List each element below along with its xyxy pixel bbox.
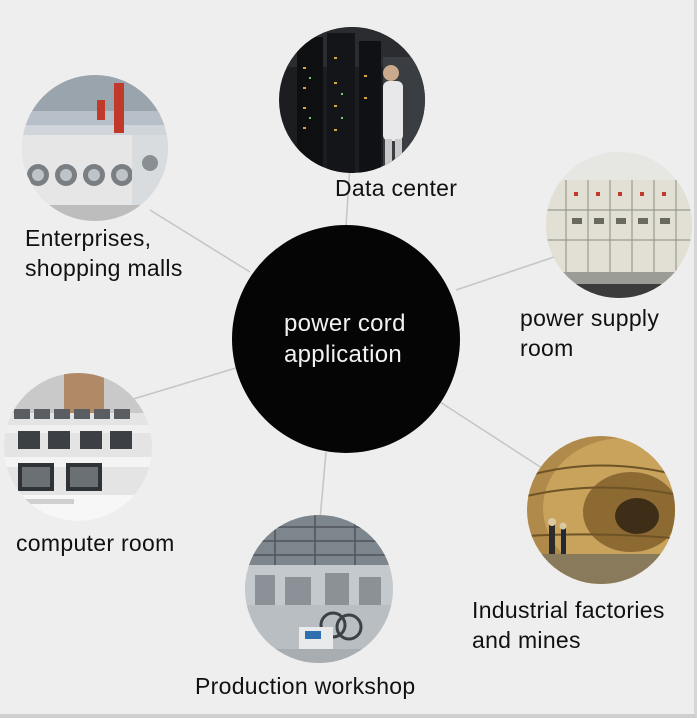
enterprises-label-line2: shopping malls [25, 253, 183, 284]
enterprises-label-line1: Enterprises, [25, 223, 151, 254]
power-supply-label-line2: room [520, 333, 574, 364]
connector-production [320, 452, 326, 520]
connector-computer-room [130, 368, 236, 400]
production-workshop-photo [245, 515, 393, 663]
data-center-photo [279, 27, 425, 173]
power-supply-room-photo [546, 152, 692, 298]
production-workshop-label: Production workshop [195, 671, 415, 702]
hub-circle: power cord application [232, 225, 460, 453]
power-supply-label-line1: power supply [520, 303, 659, 334]
industrial-factories-photo [527, 436, 675, 584]
hub-title-line2: application [284, 339, 414, 370]
hub-title-line1: power cord [284, 308, 414, 339]
connector-power-supply [456, 255, 560, 290]
computer-room-photo [4, 373, 152, 521]
enterprises-photo [22, 75, 168, 221]
industrial-label-line2: and mines [472, 625, 581, 656]
data-center-label: Data center [335, 173, 457, 204]
industrial-label-line1: Industrial factories [472, 595, 665, 626]
computer-room-label: computer room [16, 528, 175, 559]
connector-industrial [440, 402, 545, 470]
